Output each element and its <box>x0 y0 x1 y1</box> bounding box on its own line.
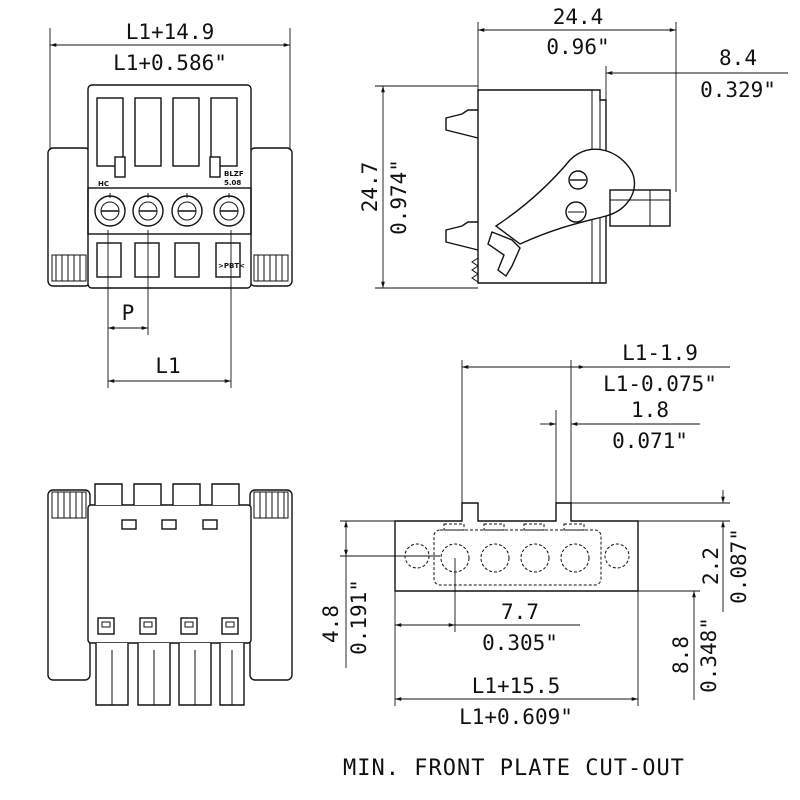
cutout-width-mm: L1+15.5 <box>472 674 561 698</box>
front-pitch-label: P <box>122 301 135 325</box>
front-housing <box>87 84 252 289</box>
side-height-mm: 24.7 <box>358 162 382 213</box>
cutout-hright-mm: 2.2 <box>699 547 723 585</box>
cutout-top-mm: L1-1.9 <box>622 341 698 365</box>
front-width-mm: L1+14.9 <box>126 20 215 44</box>
front-mark-blzf: BLZF <box>224 170 244 178</box>
cutout-hleft-mm: 4.8 <box>319 605 343 643</box>
cutout-width-in: L1+0.609" <box>459 705 573 729</box>
screw-terminals <box>94 193 245 227</box>
cutout-caption: MIN. FRONT PLATE CUT-OUT <box>343 756 685 781</box>
back-view <box>47 483 293 706</box>
side-view: 24.4 0.96" 8.4 0.329" 24.7 0.974" <box>358 5 788 289</box>
cutout-hleft-in: 0.191" <box>347 579 371 655</box>
front-left-latch <box>47 147 91 287</box>
cutout-top-in: L1-0.075" <box>603 372 717 396</box>
front-mark-508: 5.08 <box>224 179 241 187</box>
cutout-hlow-mm: 8.8 <box>669 636 693 674</box>
front-width-in: L1+0.586" <box>113 51 227 75</box>
cutout-mid-in: 0.305" <box>482 631 558 655</box>
side-depth-in: 0.96" <box>546 35 609 59</box>
front-mark-pbt: >PBT< <box>218 262 245 270</box>
cutout-hlow-in: 0.348" <box>697 617 721 693</box>
cutout-hright-in: 0.087" <box>727 528 751 604</box>
side-lever <box>487 231 521 278</box>
cutout-mid-mm: 7.7 <box>501 600 539 624</box>
cutout-tab-mm: 1.8 <box>631 398 669 422</box>
front-mark-hc: HC <box>98 180 109 188</box>
side-height-in: 0.974" <box>387 159 411 235</box>
front-right-latch <box>249 147 293 287</box>
front-length-label: L1 <box>155 354 180 378</box>
cutout-outline <box>394 502 639 592</box>
side-offset-mm: 8.4 <box>719 46 757 70</box>
cutout-view: L1-1.9 L1-0.075" 1.8 0.071" 2.2 0.087" 8… <box>319 341 751 729</box>
front-view: HC BLZF 5.08 >PBT< L1+14.9 L1+0.586" <box>47 20 293 388</box>
cutout-tab-in: 0.071" <box>612 429 688 453</box>
side-depth-mm: 24.4 <box>553 5 604 29</box>
side-offset-in: 0.329" <box>700 78 776 102</box>
